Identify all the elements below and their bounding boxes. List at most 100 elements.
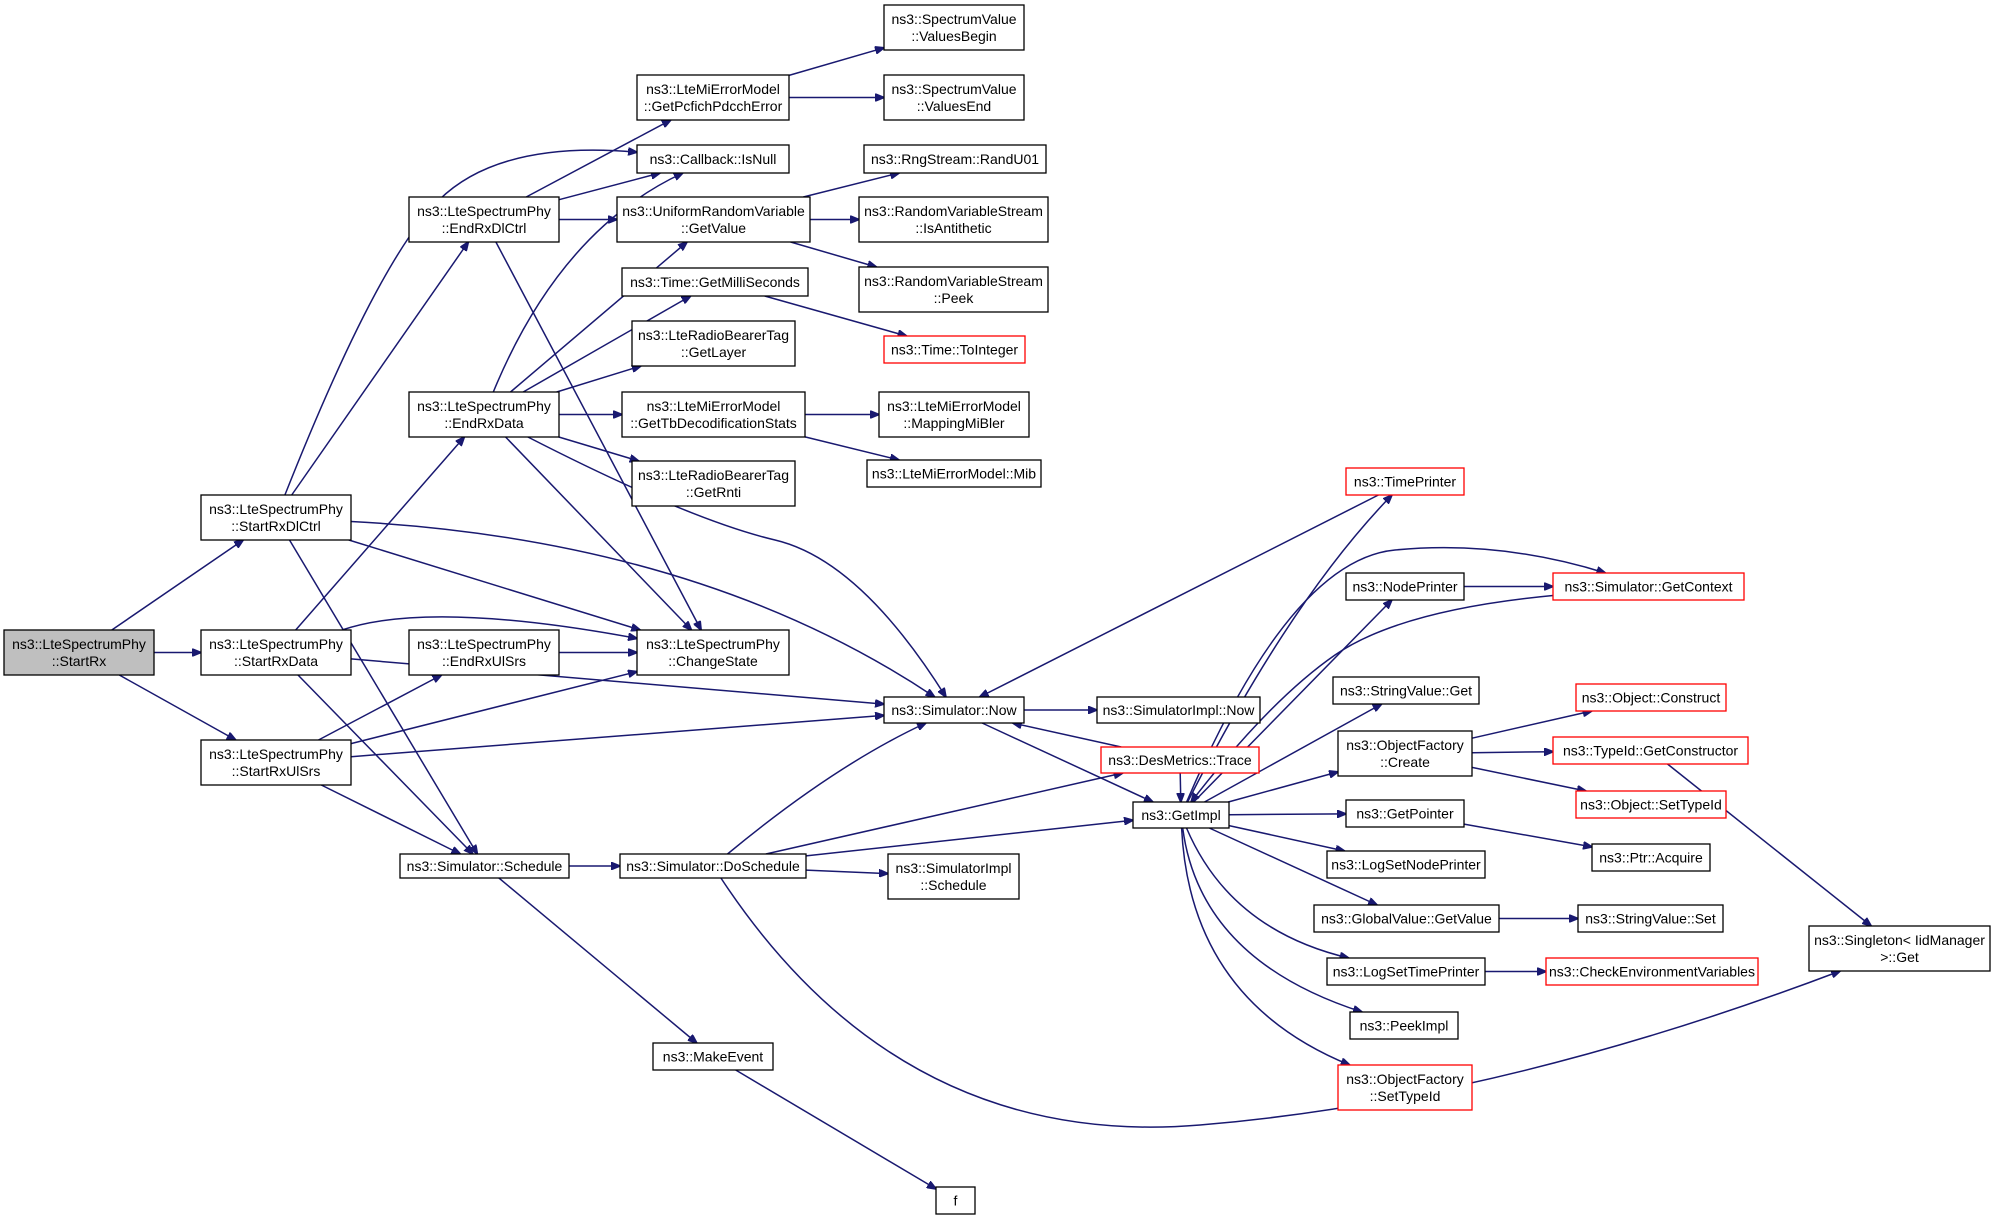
node-label: ::ValuesEnd [917, 98, 991, 114]
node-box [887, 853, 1020, 900]
call-edge-get-impl-to-get-pointer [1228, 814, 1346, 815]
node-label: ::SetTypeId [1370, 1088, 1441, 1104]
node-label: ns3::LteSpectrumPhy [209, 636, 343, 652]
function-node-start-rx-data[interactable]: ns3::LteSpectrumPhy::StartRxData [200, 629, 352, 676]
node-box [636, 74, 790, 121]
node-box [1345, 799, 1465, 828]
function-node-get-impl[interactable]: ns3::GetImpl [1132, 801, 1230, 829]
function-node-check-env-vars[interactable]: ns3::CheckEnvironmentVariables [1545, 957, 1759, 986]
call-edge-end-rx-dl-ctrl-to-callback-is-null [558, 173, 660, 201]
node-label: ::GetValue [681, 220, 746, 236]
function-node-get-pointer[interactable]: ns3::GetPointer [1345, 799, 1465, 828]
node-label: ::StartRxData [234, 653, 318, 669]
call-edge-uniform-get-value-to-peek [790, 241, 877, 267]
node-label: ns3::LteSpectrumPhy [646, 636, 780, 652]
function-node-values-end[interactable]: ns3::SpectrumValue::ValuesEnd [883, 74, 1025, 121]
function-node-object-factory-set-type-id[interactable]: ns3::ObjectFactory::SetTypeId [1337, 1064, 1473, 1111]
call-edge-get-impl-to-log-set-time-printer [1185, 827, 1349, 958]
call-edge-des-metrics-trace-to-sim-now [1013, 723, 1122, 748]
function-node-time-printer[interactable]: ns3::TimePrinter [1345, 467, 1465, 496]
node-box [1575, 683, 1727, 712]
node-label: ns3::MakeEvent [663, 1049, 763, 1065]
node-box [1337, 1064, 1473, 1111]
function-node-get-context[interactable]: ns3::Simulator::GetContext [1552, 572, 1745, 601]
node-label: >::Get [1880, 949, 1919, 965]
function-node-values-begin[interactable]: ns3::SpectrumValue::ValuesBegin [883, 4, 1025, 51]
function-node-radio-tag-get-rnti[interactable]: ns3::LteRadioBearerTag::GetRnti [631, 460, 796, 507]
function-node-mapping-mi-bler[interactable]: ns3::LteMiErrorModel::MappingMiBler [878, 391, 1030, 438]
call-edge-get-impl-to-global-value-get-value [1208, 827, 1377, 905]
call-edge-start-rx-data-to-change-state [341, 616, 637, 639]
call-edge-start-rx-dl-ctrl-to-change-state [348, 539, 640, 630]
function-node-des-metrics-trace[interactable]: ns3::DesMetrics::Trace [1100, 746, 1260, 774]
function-node-root[interactable]: ns3::LteSpectrumPhy::StartRx [3, 629, 155, 676]
function-node-object-factory-create[interactable]: ns3::ObjectFactory::Create [1337, 730, 1473, 777]
node-label: ::EndRxDlCtrl [442, 220, 527, 236]
node-box [1349, 1011, 1459, 1040]
node-label: ns3::TypeId::GetConstructor [1563, 743, 1738, 759]
node-label: ::ChangeState [668, 653, 758, 669]
function-node-make-event[interactable]: ns3::MakeEvent [652, 1042, 774, 1071]
function-node-mib[interactable]: ns3::LteMiErrorModel::Mib [866, 459, 1042, 488]
node-label: ::EndRxData [444, 415, 524, 431]
call-edge-end-rx-data-to-radio-tag-get-layer [556, 366, 641, 393]
function-node-end-rx-ul-srs[interactable]: ns3::LteSpectrumPhy::EndRxUlSrs [408, 629, 560, 676]
node-box [883, 74, 1025, 121]
function-node-start-rx-ul-srs[interactable]: ns3::LteSpectrumPhy::StartRxUlSrs [200, 739, 352, 786]
function-node-sim-impl-now[interactable]: ns3::SimulatorImpl::Now [1096, 696, 1261, 724]
function-node-peek-impl[interactable]: ns3::PeekImpl [1349, 1011, 1459, 1040]
function-node-end-rx-data[interactable]: ns3::LteSpectrumPhy::EndRxData [408, 391, 560, 438]
call-edge-start-rx-ul-srs-to-sim-now [350, 715, 884, 758]
function-node-do-schedule[interactable]: ns3::Simulator::DoSchedule [619, 853, 807, 879]
call-edge-get-impl-to-object-factory-create [1228, 772, 1338, 803]
function-node-string-value-get[interactable]: ns3::StringValue::Get [1332, 676, 1480, 705]
function-node-node-printer[interactable]: ns3::NodePrinter [1345, 572, 1465, 601]
node-label: ns3::GetPointer [1356, 806, 1454, 822]
function-node-sim-impl-schedule[interactable]: ns3::SimulatorImpl::Schedule [887, 853, 1020, 900]
function-node-singleton-get[interactable]: ns3::Singleton< IidManager >::Get [1808, 925, 1991, 972]
function-node-log-set-time-printer[interactable]: ns3::LogSetTimePrinter [1326, 957, 1486, 986]
function-node-get-constructor[interactable]: ns3::TypeId::GetConstructor [1552, 736, 1749, 765]
function-node-radio-tag-get-layer[interactable]: ns3::LteRadioBearerTag::GetLayer [631, 320, 796, 367]
call-edge-end-rx-data-to-uniform-get-value [510, 242, 688, 393]
call-edge-object-factory-create-to-object-set-type-id [1471, 766, 1586, 791]
function-node-time-get-milli[interactable]: ns3::Time::GetMilliSeconds [621, 267, 809, 297]
function-node-sim-now[interactable]: ns3::Simulator::Now [883, 696, 1025, 724]
node-label: ns3::LteSpectrumPhy [417, 636, 551, 652]
function-node-rand-u01[interactable]: ns3::RngStream::RandU01 [863, 144, 1047, 174]
function-node-object-set-type-id[interactable]: ns3::Object::SetTypeId [1575, 790, 1727, 819]
function-node-object-construct[interactable]: ns3::Object::Construct [1575, 683, 1727, 712]
node-label: ns3::LogSetNodePrinter [1331, 857, 1481, 873]
function-node-start-rx-dl-ctrl[interactable]: ns3::LteSpectrumPhy::StartRxDlCtrl [200, 494, 352, 541]
node-label: ns3::StringValue::Get [1340, 683, 1472, 699]
node-label: ns3::Simulator::Now [891, 702, 1017, 718]
function-node-log-set-node-printer[interactable]: ns3::LogSetNodePrinter [1326, 850, 1486, 879]
node-label: ns3::RandomVariableStream [864, 273, 1043, 289]
node-box [883, 335, 1026, 364]
call-edge-des-metrics-trace-to-get-impl [1180, 772, 1181, 802]
function-node-ptr-acquire[interactable]: ns3::Ptr::Acquire [1591, 843, 1711, 872]
function-node-peek[interactable]: ns3::RandomVariableStream::Peek [858, 266, 1049, 313]
node-label: ns3::LteMiErrorModel::Mib [872, 466, 1036, 482]
node-box [200, 629, 352, 676]
function-node-uniform-get-value[interactable]: ns3::UniformRandomVariable::GetValue [616, 196, 811, 243]
call-edge-start-rx-data-to-end-rx-data [295, 437, 465, 631]
function-node-global-value-get-value[interactable]: ns3::GlobalValue::GetValue [1313, 904, 1500, 933]
function-node-lte-mi-get-pcfich[interactable]: ns3::LteMiErrorModel::GetPcfichPdcchErro… [636, 74, 790, 121]
node-box [1132, 801, 1230, 829]
call-edge-end-rx-data-to-callback-is-null [492, 173, 683, 393]
function-node-string-value-set[interactable]: ns3::StringValue::Set [1577, 904, 1724, 933]
node-label: ns3::Time::GetMilliSeconds [630, 274, 800, 290]
function-node-f[interactable]: f [935, 1186, 976, 1215]
function-node-to-integer[interactable]: ns3::Time::ToInteger [883, 335, 1026, 364]
function-node-callback-is-null[interactable]: ns3::Callback::IsNull [636, 144, 790, 174]
function-node-change-state[interactable]: ns3::LteSpectrumPhy::ChangeState [636, 629, 790, 676]
node-box [866, 459, 1042, 488]
node-label: ns3::SimulatorImpl::Now [1103, 702, 1256, 718]
node-label: ns3::TimePrinter [1354, 474, 1457, 490]
function-node-lte-mi-get-tb-stats[interactable]: ns3::LteMiErrorModel::GetTbDecodificatio… [621, 391, 806, 438]
function-node-is-antithetic[interactable]: ns3::RandomVariableStream::IsAntithetic [858, 196, 1049, 243]
function-node-end-rx-dl-ctrl[interactable]: ns3::LteSpectrumPhy::EndRxDlCtrl [408, 196, 560, 243]
function-node-schedule[interactable]: ns3::Simulator::Schedule [399, 853, 570, 879]
node-label: ns3::GlobalValue::GetValue [1321, 911, 1492, 927]
